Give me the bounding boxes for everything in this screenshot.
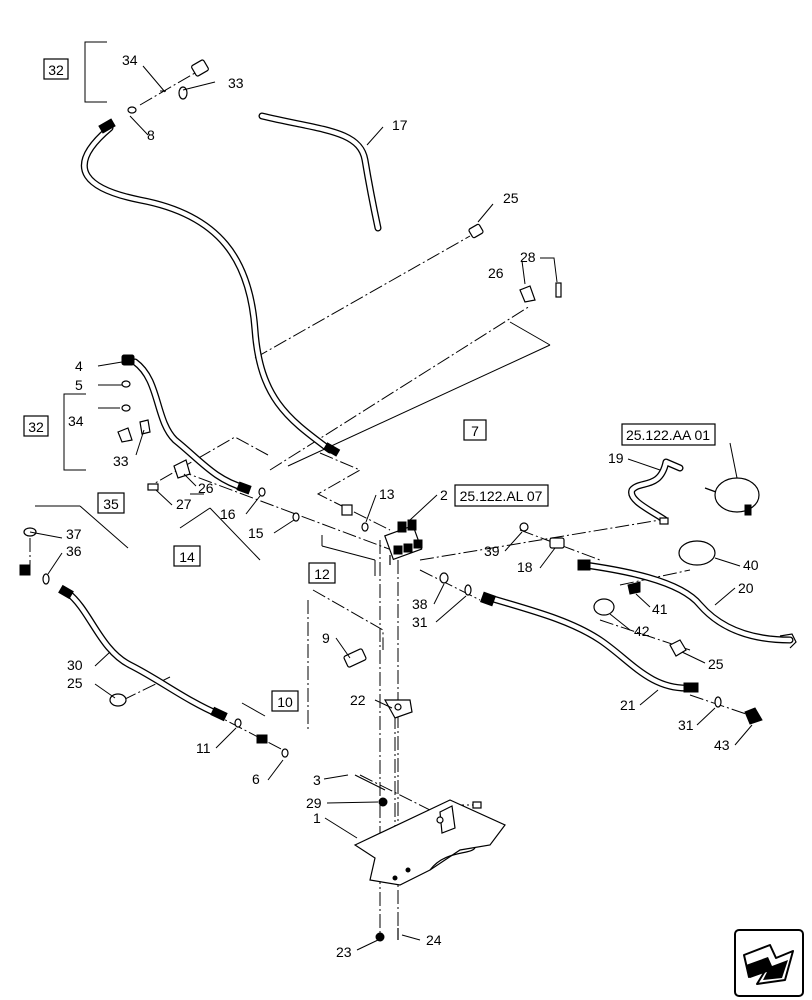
callout-26-top: 26 — [488, 265, 504, 281]
reference-accumulator: 25.122.AA 01 — [621, 423, 716, 446]
reference-text: 25.122.AL 07 — [460, 488, 543, 504]
hose-4 — [121, 354, 252, 495]
callout-43: 43 — [714, 737, 730, 753]
callout-38: 38 — [412, 596, 428, 612]
callout-17: 17 — [392, 117, 408, 133]
hose-30 — [58, 584, 228, 722]
callout-18: 18 — [517, 559, 533, 575]
callout-10: 10 — [271, 690, 299, 712]
callout-6: 6 — [252, 771, 260, 787]
callout-36: 36 — [66, 543, 82, 559]
callout-26-left: 26 — [198, 480, 214, 496]
hose-17 — [258, 112, 382, 232]
group-brackets — [35, 41, 551, 717]
callout-9: 9 — [322, 630, 330, 646]
callout-text: 14 — [179, 549, 195, 565]
callout-text: 32 — [28, 419, 44, 435]
hose-21 — [480, 591, 699, 693]
callout-11: 11 — [196, 740, 211, 756]
callout-41: 41 — [652, 601, 668, 617]
callout-5: 5 — [75, 377, 83, 393]
callout-39: 39 — [484, 543, 500, 559]
callout-15: 15 — [248, 525, 264, 541]
reference-valve: 25.122.AL 07 — [454, 484, 549, 507]
callout-33-top: 33 — [228, 75, 244, 91]
callout-30: 30 — [67, 657, 83, 673]
callout-32-left: 32 — [23, 415, 49, 437]
hose-8 — [80, 118, 341, 457]
callout-4: 4 — [75, 358, 83, 374]
callout-34-top: 34 — [122, 52, 138, 68]
callout-37: 37 — [66, 526, 82, 542]
callout-21: 21 — [620, 697, 636, 713]
callout-22: 22 — [350, 692, 366, 708]
callout-20: 20 — [738, 580, 754, 596]
callout-24: 24 — [426, 932, 442, 948]
callout-31-center: 31 — [412, 614, 428, 630]
mounting-plate — [353, 799, 506, 886]
callout-3: 3 — [313, 772, 321, 788]
callout-34-left: 34 — [68, 413, 84, 429]
control-valve — [384, 519, 423, 565]
callout-35: 35 — [97, 492, 125, 514]
callout-16: 16 — [220, 506, 236, 522]
callout-25-left: 25 — [67, 675, 83, 691]
callout-7: 7 — [463, 419, 487, 441]
callout-42: 42 — [634, 623, 650, 639]
leader-lines — [29, 65, 753, 951]
callout-23: 23 — [336, 944, 352, 960]
callout-text: 10 — [277, 694, 293, 710]
callout-27: 27 — [176, 496, 192, 512]
callout-28: 28 — [520, 249, 536, 265]
callout-25-right: 25 — [708, 656, 724, 672]
callout-1: 1 — [313, 810, 321, 826]
callout-31-right: 31 — [678, 717, 694, 733]
callout-33-left: 33 — [113, 453, 129, 469]
callout-2: 2 — [440, 487, 448, 503]
chain-lines — [29, 69, 756, 935]
callout-8: 8 — [147, 127, 155, 143]
callout-19: 19 — [608, 450, 624, 466]
callout-text: 35 — [103, 496, 119, 512]
navigation-arrow-icon[interactable] — [734, 929, 804, 997]
callout-text: 12 — [314, 566, 330, 582]
callout-29: 29 — [306, 795, 322, 811]
callout-12: 12 — [308, 562, 336, 584]
hose-20 — [577, 559, 797, 649]
accumulator — [704, 477, 760, 516]
callout-13: 13 — [379, 486, 395, 502]
callout-32-top: 32 — [43, 58, 69, 80]
fittings — [19, 59, 763, 942]
callout-numbers: 34 33 8 17 25 28 26 4 5 34 33 27 26 16 1… — [66, 52, 759, 960]
callout-25-top: 25 — [503, 190, 519, 206]
reference-text: 25.122.AA 01 — [626, 427, 710, 443]
tube-19 — [628, 458, 684, 524]
callout-text: 32 — [48, 62, 64, 78]
callout-14: 14 — [173, 545, 201, 567]
callout-40: 40 — [743, 557, 759, 573]
callout-text: 7 — [471, 423, 479, 439]
